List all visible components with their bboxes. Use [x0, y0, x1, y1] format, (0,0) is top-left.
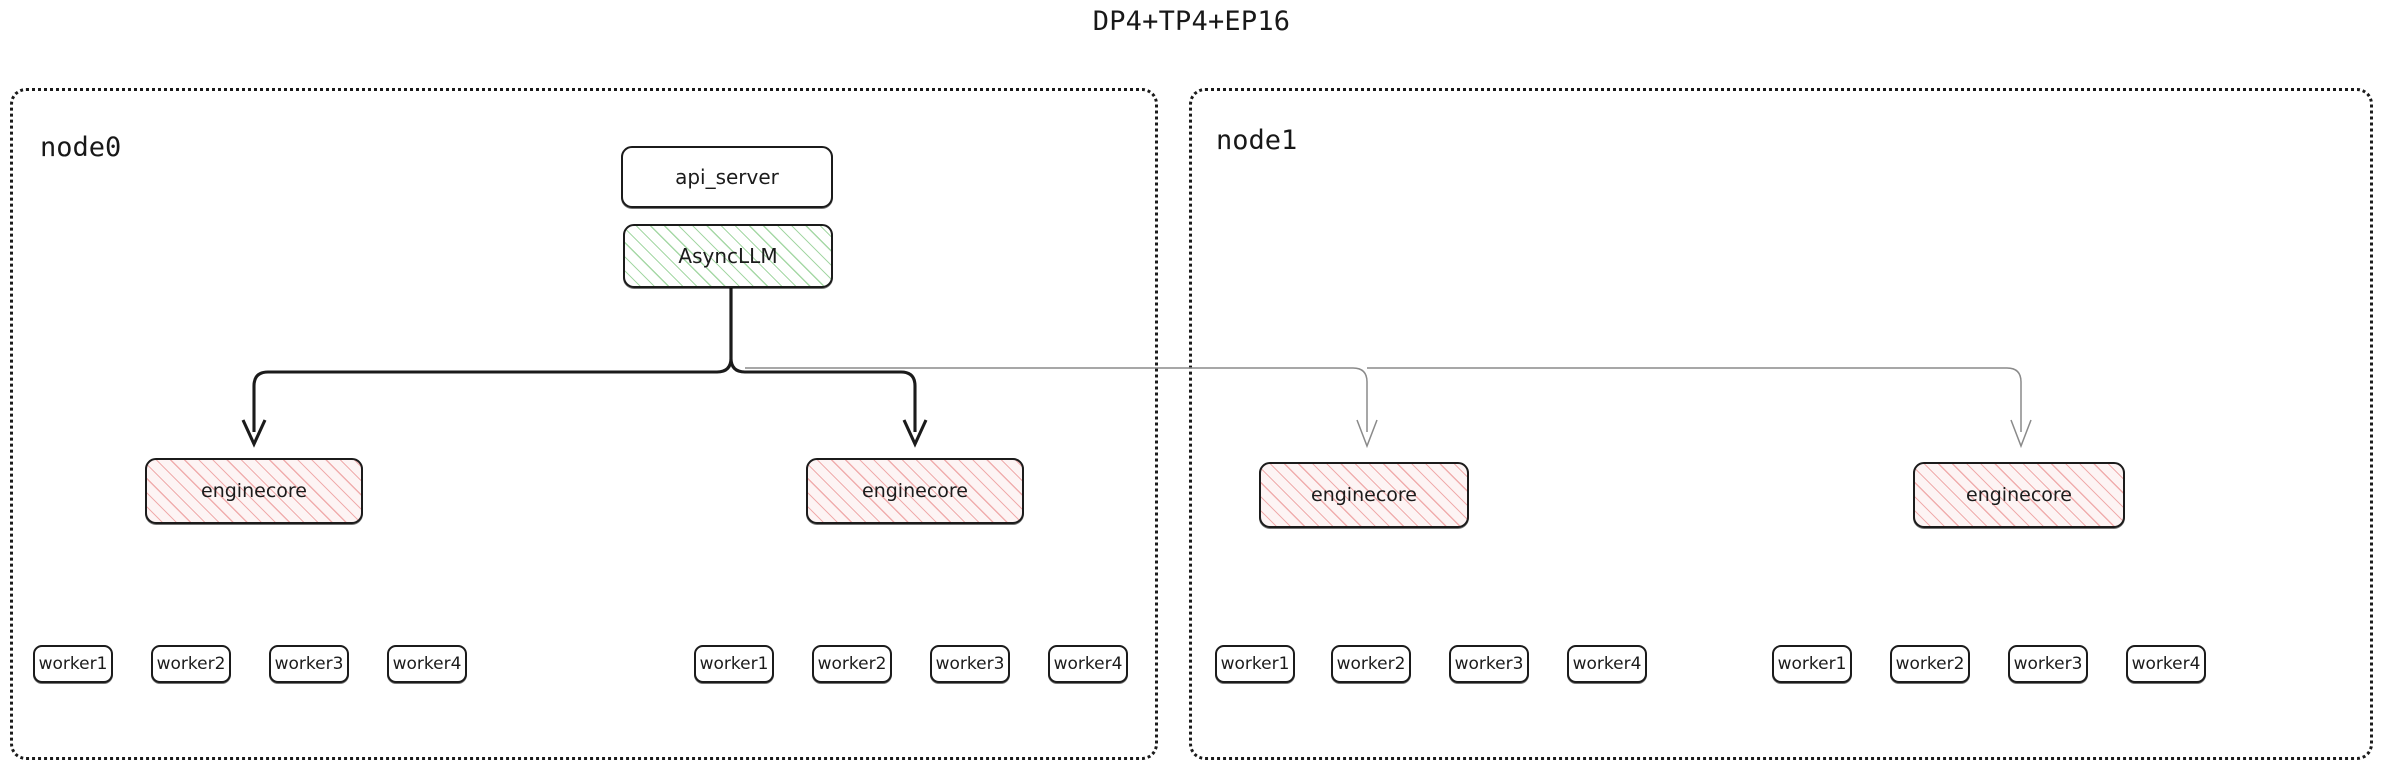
node-enginecore-node1-1[interactable]: enginecore: [1913, 462, 2125, 528]
node-worker-label: worker1: [1777, 654, 1847, 674]
node-worker-node0-0-2[interactable]: worker3: [269, 645, 349, 683]
node-enginecore-label: enginecore: [862, 480, 968, 502]
node-async-llm-label: AsyncLLM: [678, 244, 778, 268]
node-enginecore-node0-1[interactable]: enginecore: [806, 458, 1024, 524]
node-worker-node0-0-3[interactable]: worker4: [387, 645, 467, 683]
node-worker-node1-0-2[interactable]: worker3: [1449, 645, 1529, 683]
node-enginecore-node1-0[interactable]: enginecore: [1259, 462, 1469, 528]
node-worker-label: worker4: [2131, 654, 2201, 674]
node-worker-node1-1-3[interactable]: worker4: [2126, 645, 2206, 683]
node-worker-label: worker2: [156, 654, 226, 674]
node-worker-label: worker3: [1454, 654, 1524, 674]
node-worker-node0-1-0[interactable]: worker1: [694, 645, 774, 683]
node-worker-node0-0-0[interactable]: worker1: [33, 645, 113, 683]
page-title: DP4+TP4+EP16: [1092, 6, 1291, 37]
node-worker-label: worker2: [1895, 654, 1965, 674]
node-worker-node0-1-3[interactable]: worker4: [1048, 645, 1128, 683]
node-worker-node1-1-0[interactable]: worker1: [1772, 645, 1852, 683]
node-api-server-label: api_server: [675, 165, 779, 189]
node-async-llm[interactable]: AsyncLLM: [623, 224, 833, 288]
node-enginecore-label: enginecore: [201, 480, 307, 502]
node-worker-label: worker4: [1572, 654, 1642, 674]
node-worker-label: worker3: [274, 654, 344, 674]
node-enginecore-label: enginecore: [1311, 484, 1417, 506]
node-enginecore-node0-0[interactable]: enginecore: [145, 458, 363, 524]
node-worker-node1-0-3[interactable]: worker4: [1567, 645, 1647, 683]
node-worker-label: worker3: [935, 654, 1005, 674]
node-worker-node0-0-1[interactable]: worker2: [151, 645, 231, 683]
node-worker-label: worker2: [1336, 654, 1406, 674]
node-worker-node0-1-1[interactable]: worker2: [812, 645, 892, 683]
node-worker-label: worker4: [392, 654, 462, 674]
node-worker-label: worker3: [2013, 654, 2083, 674]
subgraph-node0-label: node0: [40, 132, 122, 163]
node-api-server[interactable]: api_server: [621, 146, 833, 208]
node-worker-label: worker2: [817, 654, 887, 674]
node-worker-label: worker1: [38, 654, 108, 674]
node-worker-node1-1-2[interactable]: worker3: [2008, 645, 2088, 683]
node-worker-node1-1-1[interactable]: worker2: [1890, 645, 1970, 683]
subgraph-node1-label: node1: [1216, 125, 1298, 156]
node-enginecore-label: enginecore: [1966, 484, 2072, 506]
node-worker-label: worker4: [1053, 654, 1123, 674]
node-worker-label: worker1: [1220, 654, 1290, 674]
node-worker-node1-0-0[interactable]: worker1: [1215, 645, 1295, 683]
node-worker-node1-0-1[interactable]: worker2: [1331, 645, 1411, 683]
node-worker-label: worker1: [699, 654, 769, 674]
node-worker-node0-1-2[interactable]: worker3: [930, 645, 1010, 683]
